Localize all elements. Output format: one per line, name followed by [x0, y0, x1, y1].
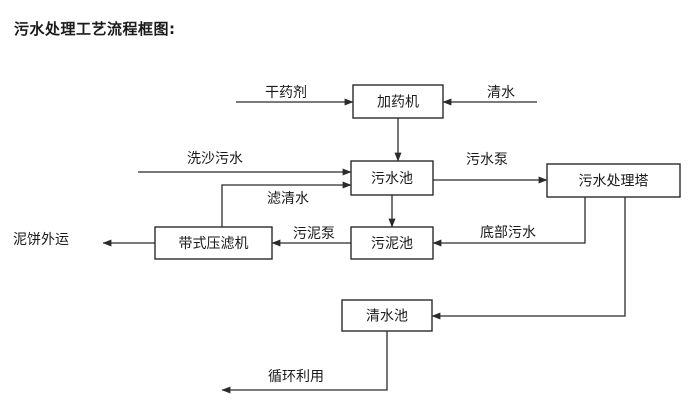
node-box-treatment-tower	[546, 163, 681, 198]
flow-edge-tower-to-sludge-pool	[432, 197, 586, 247]
edge-label-dry-agent: 干药剂	[265, 85, 307, 101]
node-label-sewage-pool: 污水池	[371, 171, 413, 187]
node-label-clear-water-pool: 清水池	[366, 309, 408, 325]
node-box-clear-water-pool	[341, 299, 433, 332]
node-box-sewage-pool	[350, 160, 434, 196]
edge-label-clean-water-in: 清水	[487, 85, 515, 101]
edge-label-filtered-water: 滤清水	[267, 191, 309, 207]
node-sewage-pool[interactable]: 污水池	[350, 160, 434, 196]
edges-layer	[102, 98, 626, 394]
node-box-dosing-machine	[352, 84, 444, 119]
node-label-belt-filter-press: 带式压滤机	[179, 236, 249, 252]
node-belt-filter-press[interactable]: 带式压滤机	[154, 226, 273, 260]
node-dosing-machine[interactable]: 加药机	[352, 84, 444, 119]
edge-label-sand-wash-sewage: 洗沙污水	[187, 151, 243, 167]
page-title: 污水处理工艺流程框图:	[14, 20, 176, 38]
flow-edge-press-to-sewage-pool	[221, 181, 352, 227]
node-label-sludge-pool: 污泥池	[371, 236, 413, 252]
flow-edge-clear-water-pool-to-recycle	[221, 331, 388, 394]
edge-label-recycle-use: 循环利用	[268, 369, 324, 385]
edge-label-mud-cake-out: 泥饼外运	[13, 232, 69, 248]
edge-label-sludge-pump: 污泥泵	[293, 226, 335, 242]
edge-label-bottom-sewage: 底部污水	[480, 225, 536, 241]
node-box-belt-filter-press	[154, 226, 273, 260]
node-clear-water-pool[interactable]: 清水池	[341, 299, 433, 332]
edge-label-sewage-pump: 污水泵	[466, 152, 508, 168]
node-label-treatment-tower: 污水处理塔	[579, 174, 649, 190]
node-treatment-tower[interactable]: 污水处理塔	[546, 163, 681, 198]
flow-edge-tower-to-clear-water-pool	[431, 197, 626, 320]
node-box-sludge-pool	[350, 226, 434, 260]
node-label-dosing-machine: 加药机	[377, 95, 419, 111]
node-sludge-pool[interactable]: 污泥池	[350, 226, 434, 260]
